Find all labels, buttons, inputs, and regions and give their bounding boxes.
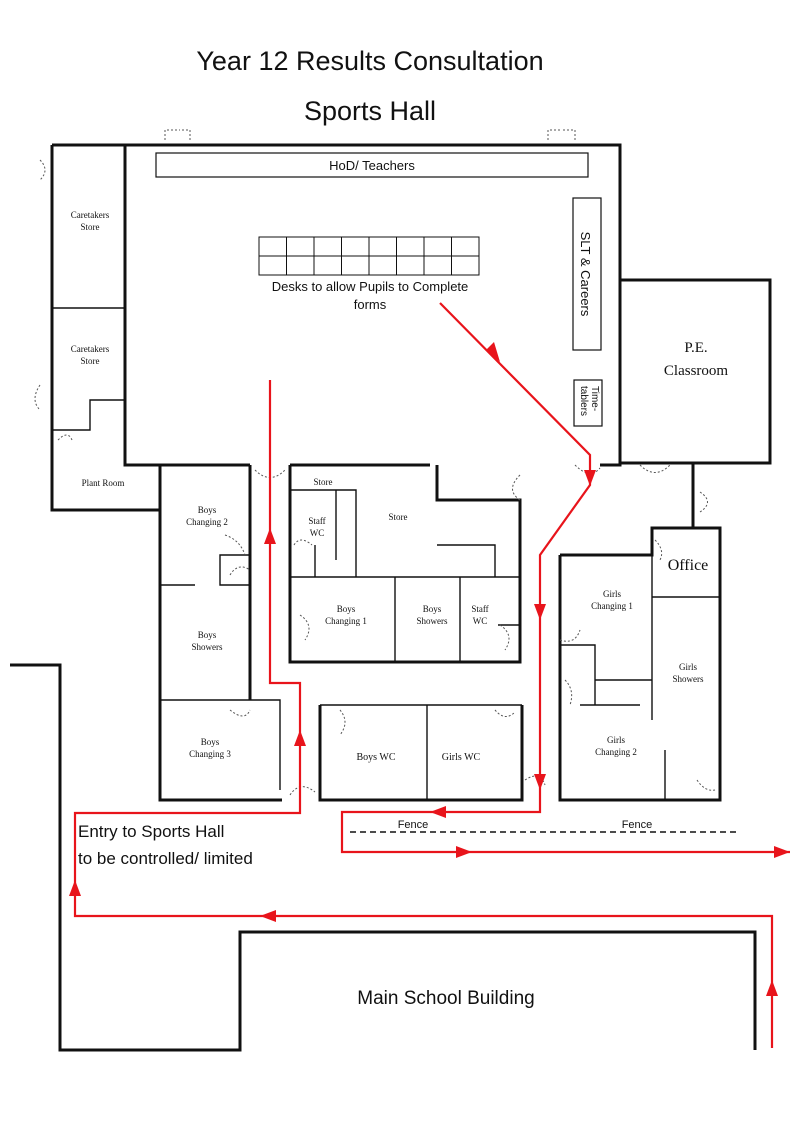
boys-changing-2-line-2: Changing 2 [186, 517, 228, 527]
timetablers-line-2: tablers [578, 386, 589, 416]
boys-changing-3-line-2: Changing 3 [189, 749, 231, 759]
girls-wc-label: Girls WC [442, 752, 481, 763]
staff-wc-2-line-2: WC [473, 616, 488, 626]
building-walls [10, 143, 772, 1052]
girls-changing-1-line-1: Girls [603, 589, 621, 599]
boys-changing-3-line-1: Boys [201, 737, 220, 747]
store-small-label: Store [314, 477, 333, 487]
route-arrow-4 [294, 730, 306, 746]
staff-wc-1-line-1: Staff [308, 516, 325, 526]
caretakers-store-1-line-2: Store [81, 222, 100, 232]
boys-showers-left-line-2: Showers [192, 642, 223, 652]
route-arrow-9 [534, 774, 546, 790]
desk [451, 236, 480, 257]
desk [423, 255, 452, 276]
desk [396, 236, 425, 257]
desk [423, 236, 452, 257]
boys-showers-left-line-1: Boys [198, 630, 217, 640]
boys-wc-label: Boys WC [357, 752, 396, 763]
route-arrow-12 [774, 846, 790, 858]
plan-subtitle: Sports Hall [304, 96, 436, 126]
route-arrow-7 [584, 470, 596, 486]
pe-classroom-line-1: P.E. [684, 340, 707, 356]
boys-showers-mid-line-1: Boys [423, 604, 442, 614]
desks-label-line-1: Desks to allow Pupils to Complete [272, 279, 469, 294]
caretakers-store-1-line-1: Caretakers [71, 210, 110, 220]
doors [34, 129, 716, 796]
staff-wc-2-line-1: Staff [471, 604, 488, 614]
fence-label-1: Fence [398, 819, 429, 831]
girls-changing-2-line-1: Girls [607, 735, 625, 745]
main-school-building-label: Main School Building [357, 988, 534, 1009]
desk [341, 255, 370, 276]
boys-changing-2-line-1: Boys [198, 505, 217, 515]
route-arrow-11 [456, 846, 472, 858]
pupil-desks [258, 236, 480, 276]
pe-classroom-line-2: Classroom [664, 363, 729, 379]
route-arrow-5 [264, 528, 276, 544]
hod-teachers-table [155, 152, 589, 178]
desk [258, 236, 287, 257]
fence-label-2: Fence [622, 819, 653, 831]
office-label: Office [668, 557, 709, 574]
caretakers-store-2-line-1: Caretakers [71, 344, 110, 354]
desk [313, 255, 342, 276]
girls-changing-2-line-2: Changing 2 [595, 747, 637, 757]
desks-label-line-2: forms [354, 297, 387, 312]
route-entry-in [73, 380, 774, 1048]
desk [368, 255, 397, 276]
desk [451, 255, 480, 276]
plan-title: Year 12 Results Consultation [196, 46, 543, 76]
entry-note-line-2: to be controlled/ limited [78, 849, 253, 868]
desk [313, 236, 342, 257]
route-arrow-8 [534, 604, 546, 620]
desk [286, 236, 315, 257]
timetablers-line-1: Time- [589, 386, 600, 411]
route-arrow-10 [430, 806, 446, 818]
slt-careers-label: SLT & Careers [578, 232, 593, 317]
slt-careers-table [572, 197, 602, 351]
desk [341, 236, 370, 257]
movement-routes [69, 302, 790, 1048]
route-arrow-3 [69, 880, 81, 896]
girls-showers-line-1: Girls [679, 662, 697, 672]
plant-room-label: Plant Room [82, 478, 125, 488]
route-arrow-1 [766, 980, 778, 996]
boys-changing-1-line-2: Changing 1 [325, 616, 367, 626]
route-exit [340, 302, 790, 854]
route-arrow-2 [260, 910, 276, 922]
girls-changing-1-line-2: Changing 1 [591, 601, 633, 611]
entry-note-line-1: Entry to Sports Hall [78, 822, 224, 841]
staff-wc-1-line-2: WC [310, 528, 325, 538]
boys-showers-mid-line-2: Showers [417, 616, 448, 626]
store-main-label: Store [389, 512, 408, 522]
desk [368, 236, 397, 257]
timetablers-table [573, 379, 603, 427]
desk [286, 255, 315, 276]
girls-showers-line-2: Showers [673, 674, 704, 684]
desk [396, 255, 425, 276]
hod-teachers-label: HoD/ Teachers [329, 158, 415, 173]
boys-changing-1-line-1: Boys [337, 604, 356, 614]
desk [258, 255, 287, 276]
caretakers-store-2-line-2: Store [81, 356, 100, 366]
route-arrow-6 [486, 342, 500, 362]
